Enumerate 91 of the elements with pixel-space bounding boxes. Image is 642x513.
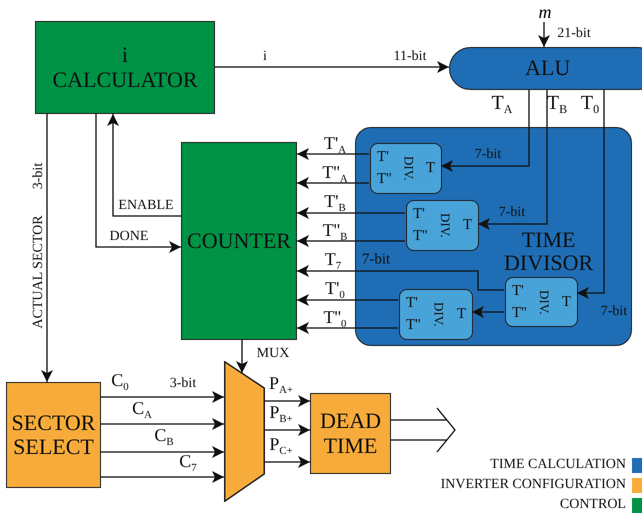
arrow — [101, 418, 224, 430]
port-label: T'' — [512, 306, 527, 320]
block-label: COUNTER — [187, 228, 291, 254]
edge-label: T'$_{0}$ — [325, 279, 345, 301]
arrow — [107, 114, 181, 217]
arrow — [265, 456, 310, 468]
block-label: DIV. — [430, 302, 447, 327]
arrow — [101, 446, 224, 458]
signal-label: 3-bit — [170, 377, 196, 391]
arrow — [215, 61, 449, 73]
edge-label: P$_{A+}$ — [269, 374, 293, 396]
block-label: DIV. — [437, 213, 454, 238]
edge-label: T''$_{B}$ — [322, 221, 348, 243]
arrow — [95, 114, 181, 253]
arrow — [265, 395, 310, 407]
signal-label: 7-bit — [362, 252, 390, 268]
edge-label: DONE — [110, 230, 148, 244]
edge-label: i — [263, 50, 267, 64]
port-label: T' — [377, 150, 390, 165]
block-label: ALU — [525, 56, 570, 81]
block-label: i CALCULATOR — [52, 43, 198, 92]
arrow — [101, 471, 224, 483]
arrow — [297, 294, 398, 306]
arrow — [472, 306, 504, 318]
output-bus-arrow — [390, 407, 456, 453]
signal-label: 3-bit — [32, 162, 46, 190]
block-label: DIV. — [400, 156, 417, 181]
divider-block — [399, 289, 473, 340]
arrow — [478, 90, 548, 230]
port-label: T — [562, 294, 571, 310]
edge-label: T''$_{A}$ — [322, 163, 348, 185]
port-label: T — [462, 218, 472, 233]
port-label: T' — [512, 284, 525, 298]
edge-label: 21-bit — [557, 27, 591, 41]
legend-label: INVERTER CONFIGURATION — [440, 477, 626, 493]
variable-label: m — [538, 3, 552, 21]
process-block — [181, 142, 297, 340]
arrow — [577, 90, 605, 299]
divider-block — [406, 200, 479, 251]
block-label: DIV. — [536, 290, 552, 314]
group-title: TIME DIVISOR — [504, 228, 594, 274]
edge-label: C$_{B}$ — [154, 426, 174, 448]
arrow — [297, 148, 369, 160]
edge-label: T$_{7}$ — [324, 250, 342, 272]
port-label: T'' — [406, 318, 421, 334]
divider-block — [370, 143, 442, 194]
port-label: T — [456, 307, 466, 322]
port-label: T' — [406, 296, 419, 311]
legend-label: CONTROL — [560, 497, 626, 513]
signal-label: T$_{B}$ — [546, 92, 568, 116]
alu-block — [449, 47, 642, 90]
arrow — [101, 391, 224, 403]
edge-label: C$_{0}$ — [111, 371, 129, 393]
edge-label: 7-bit — [600, 305, 628, 319]
edge-label: 7-bit — [498, 206, 526, 220]
port-label: T'' — [413, 229, 428, 244]
port-label: T — [426, 161, 435, 176]
divider-block — [505, 277, 578, 327]
port-label: T'' — [377, 172, 392, 188]
edge-label: ENABLE — [118, 199, 174, 213]
edge-label: T'$_{A}$ — [324, 134, 346, 156]
group-panel — [355, 127, 632, 346]
arrow — [236, 340, 248, 373]
edge-label: T''$_{0}$ — [324, 308, 346, 330]
edge-label: P$_{B+}$ — [269, 403, 293, 425]
arrow — [297, 322, 398, 334]
process-block — [6, 382, 101, 488]
port-label: T' — [413, 206, 426, 222]
edge-label: C$_{7}$ — [179, 452, 197, 474]
edge-label: MUX — [256, 347, 290, 361]
block-label: SECTOR SELECT — [12, 410, 96, 460]
signal-label: T$_{A}$ — [492, 92, 512, 116]
signal-label: T$_{0}$ — [580, 92, 600, 116]
legend-label: TIME CALCULATION — [490, 457, 626, 473]
arrow — [441, 90, 530, 172]
edge-label: C$_{A}$ — [132, 399, 152, 421]
edge-label: 7-bit — [474, 148, 502, 162]
signal-label: 11-bit — [394, 50, 426, 64]
arrow — [297, 177, 369, 189]
process-block — [35, 21, 215, 114]
block-label: DEAD TIME — [320, 409, 382, 458]
process-block — [310, 393, 391, 474]
arrow — [538, 22, 550, 47]
arrow — [297, 235, 405, 247]
arrow — [41, 114, 53, 382]
arrow — [265, 424, 310, 436]
arrow — [297, 265, 504, 291]
arrow — [297, 207, 405, 219]
edge-label: ACTUAL SECTOR — [32, 215, 46, 329]
edge-label: P$_{C+}$ — [269, 435, 293, 457]
edge-label: T'$_{B}$ — [324, 192, 346, 214]
